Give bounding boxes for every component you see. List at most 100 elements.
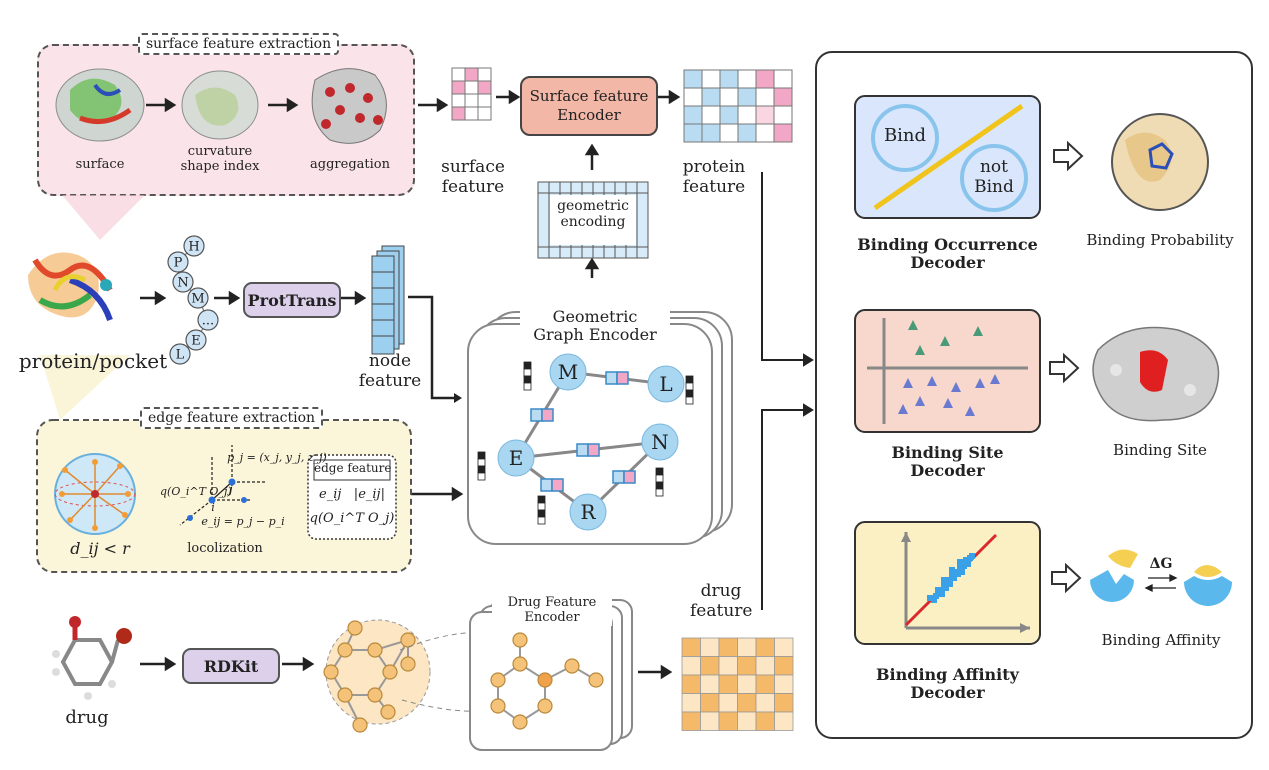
drug-molecule-image (52, 616, 132, 700)
protein-matrix-cell (755, 123, 775, 143)
protein-matrix-cell (755, 87, 775, 107)
residue-letter: H (188, 240, 199, 255)
surface-feature-label: surface feature (441, 157, 505, 197)
affinity-decoder-label: Binding Affinity Decoder (876, 665, 1019, 703)
drug-matrix-cell (755, 674, 775, 694)
affinity-point (941, 577, 947, 583)
residue-node (167, 251, 189, 273)
node-feature-label: node feature (358, 351, 422, 391)
residue-letter: P (174, 256, 183, 271)
affinity-scatter-points (927, 553, 975, 603)
drug-matrix-cell (737, 674, 757, 694)
distance-condition-label: d_ij < r (70, 539, 130, 558)
drug-matrix-cell (755, 693, 775, 713)
binding-probability-image (1111, 113, 1209, 211)
affinity-point (957, 565, 963, 571)
binding-site-image (1092, 326, 1220, 422)
node-feature-bar-cell (537, 502, 546, 511)
curvature-protein-image (181, 70, 259, 140)
graph-encoder-title: Geometric Graph Encoder (520, 307, 670, 345)
drug-matrix-cell (681, 674, 701, 694)
affinity-point (955, 571, 961, 577)
protein-matrix-cell (737, 87, 757, 107)
protein-matrix-cell (719, 105, 739, 125)
edge-feature-pink (616, 371, 629, 385)
affinity-point (927, 595, 933, 601)
edge-extraction-title: edge feature extraction (140, 407, 324, 429)
node-feature-stack (371, 245, 405, 355)
surface-step-arrows (146, 89, 681, 278)
edge-feature-box-header (313, 459, 391, 481)
drug-label: drug (65, 707, 109, 728)
node-feature-bar-cell (685, 396, 694, 405)
graph-node-label: M (558, 360, 578, 384)
zoom-connector-bottom (40, 355, 130, 420)
drug-graph-with-overlay (323, 619, 561, 733)
protein-matrix-cell (719, 69, 739, 89)
drug-matrix-cell (681, 693, 701, 713)
pj-label: p_j = (x_j, y_j, z_j) (227, 451, 327, 464)
binding-affinity-image (1090, 549, 1232, 606)
residue-letter: M (191, 292, 204, 307)
drug-matrix-cell (755, 656, 775, 676)
residue-node (197, 309, 219, 331)
node-feature-bar-cell (523, 361, 532, 370)
residue-letter: ... (202, 314, 214, 329)
graph-node-label: L (659, 372, 672, 396)
edge-feature-pink (623, 470, 636, 484)
drug-matrix-cell (700, 656, 720, 676)
surface-matrix-cell (464, 80, 479, 95)
decision-boundary (873, 103, 1024, 211)
node-feature-bar-cell (477, 465, 486, 474)
node-feature-bar-cell (655, 467, 664, 476)
node-feature-connector (408, 295, 456, 400)
affinity-point (957, 559, 963, 565)
protein-matrix-cell (683, 87, 703, 107)
affinity-point (931, 597, 937, 603)
surface-matrix-cell (451, 80, 466, 95)
decoder-output-arrows (1049, 140, 1084, 594)
j-label: j (229, 483, 233, 496)
residue-node (172, 271, 194, 293)
graph-node (497, 439, 535, 477)
site-decoder-box (854, 309, 1041, 433)
graph-node-label: N (651, 430, 669, 454)
affinity-point (947, 581, 953, 587)
drug-matrix-cell (700, 637, 720, 657)
surface-step-label: surface (75, 157, 125, 172)
edge-feature-blue (612, 470, 625, 484)
drug-matrix-cell (774, 637, 794, 657)
i-label: i (211, 501, 215, 514)
binding-affinity-label: Binding Affinity (1101, 631, 1221, 649)
protein-matrix-cell (683, 123, 703, 143)
protein-matrix-cell (701, 123, 721, 143)
node-feature-bar-cell (537, 495, 546, 504)
localization-label: locolization (187, 541, 263, 556)
drug-matrix-cell (700, 674, 720, 694)
protein-matrix-cell (755, 105, 775, 125)
affinity-point (963, 557, 969, 563)
protein-pocket-label: protein/pocket (18, 349, 168, 373)
affinity-point (937, 589, 943, 595)
graph-node (647, 365, 685, 403)
node-feature-bar-cell (523, 382, 532, 391)
zoom-connector-top (62, 195, 145, 240)
neighbor-sphere-icon (54, 453, 136, 535)
node-feature-bar-cell (655, 474, 664, 483)
protein-matrix-cell (719, 123, 739, 143)
drug-feature-label: drug feature (690, 581, 753, 621)
affinity-point (943, 585, 949, 591)
residue-letter: N (177, 276, 188, 291)
drug-encoder-title: Drug Feature Encoder (492, 595, 612, 626)
residue-node (187, 287, 209, 309)
affinity-point (945, 577, 951, 583)
edge-feature-pink (541, 408, 554, 422)
geometric-encoding-label: geometric encoding (557, 198, 629, 231)
node-feature-bar-cell (537, 509, 546, 518)
node-feature-bar-cell (655, 488, 664, 497)
local-frame-diagram (179, 445, 265, 526)
node-feature-bar-cell (523, 375, 532, 384)
